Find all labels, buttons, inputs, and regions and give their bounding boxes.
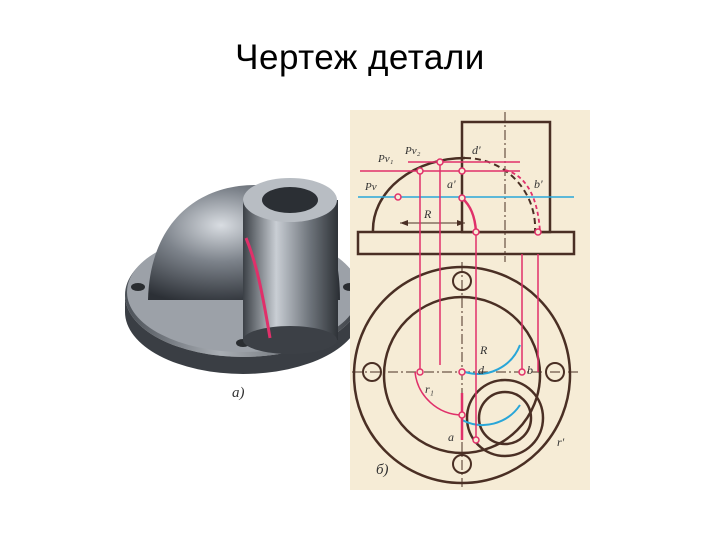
label-pv: Pv [364, 181, 377, 193]
label-r1: r₁ [425, 382, 434, 396]
label-pv2: Pv₂ [404, 145, 421, 157]
label-d: d [478, 363, 485, 377]
orthographic-drawing [350, 110, 590, 490]
label-a: a [448, 430, 454, 444]
label-a-prime: a' [447, 177, 456, 191]
slide-title: Чертеж детали [235, 38, 485, 77]
label-r-front: R [423, 207, 432, 221]
label-d-prime: d' [472, 143, 481, 157]
label-b: b [527, 363, 533, 377]
label-r-top: R [479, 343, 488, 357]
figure-caption-a: а) [232, 385, 245, 401]
label-pv1: Pv₁ [377, 153, 394, 165]
part-3d-illustration [125, 178, 361, 374]
intersection-curve [244, 237, 272, 339]
front-view [356, 120, 576, 256]
flange-hole [131, 283, 145, 291]
bolt-hole [362, 362, 382, 382]
label-b-prime: b' [534, 177, 543, 191]
figure-caption-b: б) [376, 462, 389, 478]
label-r-prime: r' [557, 435, 565, 449]
